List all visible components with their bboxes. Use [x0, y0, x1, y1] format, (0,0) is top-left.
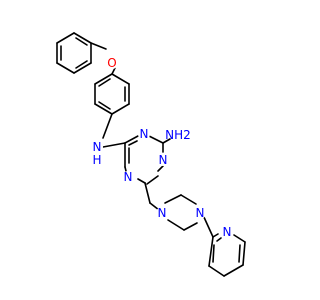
bond	[164, 194, 182, 204]
triazine-nitrogen-label: N	[140, 127, 149, 141]
bond	[111, 67, 116, 75]
bond	[167, 219, 185, 231]
bond	[242, 241, 246, 266]
triazine-nitrogen-label: N	[124, 170, 133, 184]
atom-piperazine-n4: N	[194, 206, 206, 220]
background	[0, 0, 300, 300]
bond	[137, 178, 146, 184]
bond	[233, 234, 246, 243]
bond	[56, 62, 75, 74]
bond	[94, 73, 113, 85]
bond	[148, 135, 164, 144]
bond	[144, 182, 151, 204]
bond	[212, 233, 219, 238]
bond	[94, 103, 113, 115]
atom-amine-nh: N H	[91, 140, 103, 167]
atom-piperazine-n1: N	[156, 206, 168, 220]
atom-amino-nh2: NH2	[165, 127, 191, 143]
atom-pyridine-n: N	[221, 225, 233, 239]
pyridine-nitrogen-label: N	[223, 225, 232, 239]
atom-ether-oxygen: O	[106, 56, 118, 70]
bond	[98, 78, 111, 87]
bond	[102, 113, 113, 139]
amine-nitrogen-label: N	[93, 140, 102, 154]
bond	[223, 264, 244, 277]
bond	[111, 103, 130, 115]
bond	[202, 214, 214, 238]
amine-hydrogen-label: H	[92, 153, 101, 167]
atom-layer: O N H N N N NH2 N N	[91, 56, 233, 239]
oxygen-label: O	[107, 56, 116, 70]
bond	[149, 202, 160, 211]
atom-triazine-n1: N	[138, 127, 150, 141]
bond	[128, 140, 138, 146]
bond	[111, 73, 130, 85]
atom-triazine-n5: N	[122, 170, 134, 184]
triazine-nitrogen-label: N	[159, 153, 168, 167]
bond	[73, 32, 92, 44]
bond	[75, 60, 88, 69]
bond	[216, 237, 222, 242]
bond	[180, 194, 197, 205]
bond	[183, 222, 198, 231]
bond	[212, 244, 215, 263]
bond	[162, 138, 171, 144]
bond	[124, 135, 139, 144]
bond	[56, 32, 75, 44]
molecule-structure: O N H N N N NH2 N N	[0, 0, 300, 300]
bond	[238, 244, 241, 263]
bond	[208, 265, 225, 277]
bond	[90, 42, 107, 50]
bond	[98, 101, 111, 110]
bond	[75, 37, 88, 46]
bond	[157, 165, 164, 172]
bond-layer	[56, 32, 246, 277]
piperazine-nitrogen-label: N	[196, 206, 205, 220]
bond	[208, 236, 214, 267]
bond	[146, 175, 159, 185]
bond	[73, 62, 92, 74]
atom-triazine-n3: N	[157, 153, 169, 167]
amino-group-label: NH2	[165, 128, 191, 142]
piperazine-nitrogen-label: N	[158, 206, 167, 220]
bond	[102, 142, 126, 148]
